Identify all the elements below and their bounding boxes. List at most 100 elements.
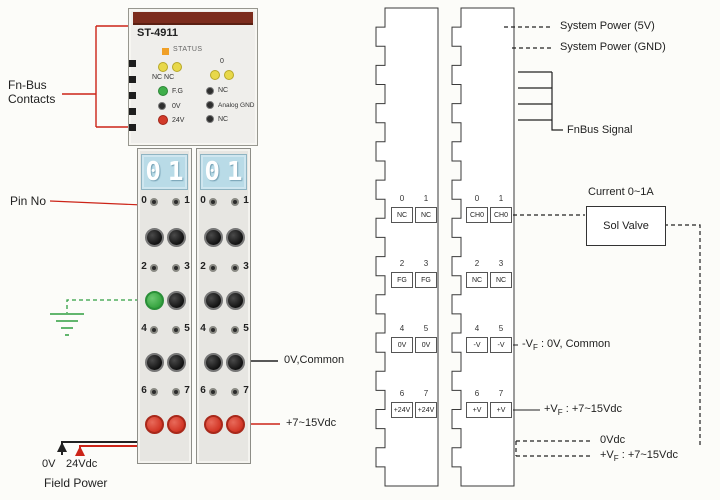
grid-pin-cell: CH0	[490, 207, 512, 223]
valve-return-link	[664, 224, 701, 448]
minus-vf-label: -VF : 0V, Common	[522, 338, 611, 353]
terminal-red	[167, 415, 186, 434]
grid-pin-number: 0	[399, 194, 405, 203]
grid-pin-number: 7	[423, 389, 429, 398]
strip-left-profile	[375, 7, 439, 487]
pin-hole	[209, 264, 217, 272]
pin-number: 4	[141, 323, 147, 334]
fnbus-contacts-label: Fn-Bus	[8, 78, 47, 92]
fnbus-contacts-label: Contacts	[8, 92, 56, 106]
grid-pin-number: 2	[474, 259, 480, 268]
grid-pin-number: 6	[399, 389, 405, 398]
field-power-label: Field Power	[44, 476, 108, 490]
sol-valve-label: Sol Valve	[603, 220, 649, 232]
fnbus-signal-label: FnBus Signal	[567, 124, 633, 136]
strip-right-profile	[451, 7, 515, 487]
pin-number: 5	[243, 323, 249, 334]
grid-pin-cell: +V	[466, 402, 488, 418]
pin-number: 3	[184, 261, 190, 272]
terminal-red	[145, 415, 164, 434]
pin-hole	[231, 198, 239, 206]
grid-pin-cell: NC	[415, 207, 437, 223]
pin-number: 7	[184, 385, 190, 396]
pin-hole	[209, 198, 217, 206]
pin-hole	[209, 326, 217, 334]
fnbus-contact-pin	[129, 92, 136, 99]
terminal-black	[204, 291, 223, 310]
pin-number: 6	[200, 385, 206, 396]
fnbus-contact-pin	[129, 76, 136, 83]
terminal-black	[167, 353, 186, 372]
fnbus-signal-connector	[551, 72, 563, 131]
terminal-black	[226, 353, 245, 372]
terminal-black	[204, 228, 223, 247]
pin-hole	[172, 388, 180, 396]
led-label: NC NC	[152, 74, 175, 81]
display-digit: 0	[145, 157, 162, 187]
field-0v-label: 0V	[42, 458, 56, 470]
led-yellow	[172, 62, 182, 72]
terminal-black	[226, 291, 245, 310]
pin-hole	[231, 264, 239, 272]
segment-display-left: 0 1	[141, 154, 188, 190]
grid-pin-cell: 0V	[391, 337, 413, 353]
pin-hole	[231, 326, 239, 334]
pin-hole	[150, 198, 158, 206]
pin-number: 2	[141, 261, 147, 272]
led-yellow	[224, 70, 234, 80]
grid-pin-cell: -V	[490, 337, 512, 353]
led-label: 0	[220, 58, 224, 65]
fnbus-bracket	[62, 25, 129, 128]
pin-number: 3	[243, 261, 249, 272]
segment-display-right: 0 1	[200, 154, 247, 190]
grid-pin-cell: NC	[490, 272, 512, 288]
led-yellow	[158, 62, 168, 72]
system-power-5v-label: System Power (5V)	[560, 20, 655, 32]
pin-number: 7	[243, 385, 249, 396]
field-24v-arrow	[75, 446, 85, 456]
led-dark	[158, 102, 166, 110]
grid-pin-number: 3	[423, 259, 429, 268]
grid-pin-number: 7	[498, 389, 504, 398]
grid-pin-cell: +V	[490, 402, 512, 418]
pin-number: 5	[184, 323, 190, 334]
terminal-green	[145, 291, 164, 310]
grid-pin-cell: FG	[391, 272, 413, 288]
pin-hole	[150, 264, 158, 272]
led-red	[158, 115, 168, 125]
field-0v-arrow	[57, 442, 67, 452]
pin-number: 0	[141, 195, 147, 206]
pin-number: 4	[200, 323, 206, 334]
grid-pin-cell: 0V	[415, 337, 437, 353]
grid-pin-number: 5	[498, 324, 504, 333]
pin-number: 1	[243, 195, 249, 206]
terminal-black	[167, 291, 186, 310]
grid-pin-number: 1	[423, 194, 429, 203]
grid-pin-number: 3	[498, 259, 504, 268]
ov-common-label: 0V,Common	[284, 354, 345, 366]
pin-number: 6	[141, 385, 147, 396]
pin-hole	[172, 326, 180, 334]
status-led	[162, 48, 169, 55]
pin-number: 0	[200, 195, 206, 206]
terminal-black	[226, 228, 245, 247]
grid-pin-cell: CH0	[466, 207, 488, 223]
grid-pin-cell: -V	[466, 337, 488, 353]
terminal-black	[204, 353, 223, 372]
led-dark	[206, 87, 214, 95]
bottom-vf-label: +VF : +7~15Vdc	[600, 449, 678, 464]
led-green	[158, 86, 168, 96]
fnbus-contact-pin	[129, 60, 136, 67]
grid-pin-cell: FG	[415, 272, 437, 288]
grid-pin-cell: NC	[466, 272, 488, 288]
led-label: 24V	[172, 117, 185, 124]
status-label: STATUS	[173, 46, 203, 53]
grid-pin-number: 2	[399, 259, 405, 268]
grid-pin-number: 0	[474, 194, 480, 203]
ground-symbol	[50, 313, 84, 336]
led-dark	[206, 115, 214, 123]
display-digit: 0	[204, 157, 221, 187]
terminal-black	[145, 228, 164, 247]
